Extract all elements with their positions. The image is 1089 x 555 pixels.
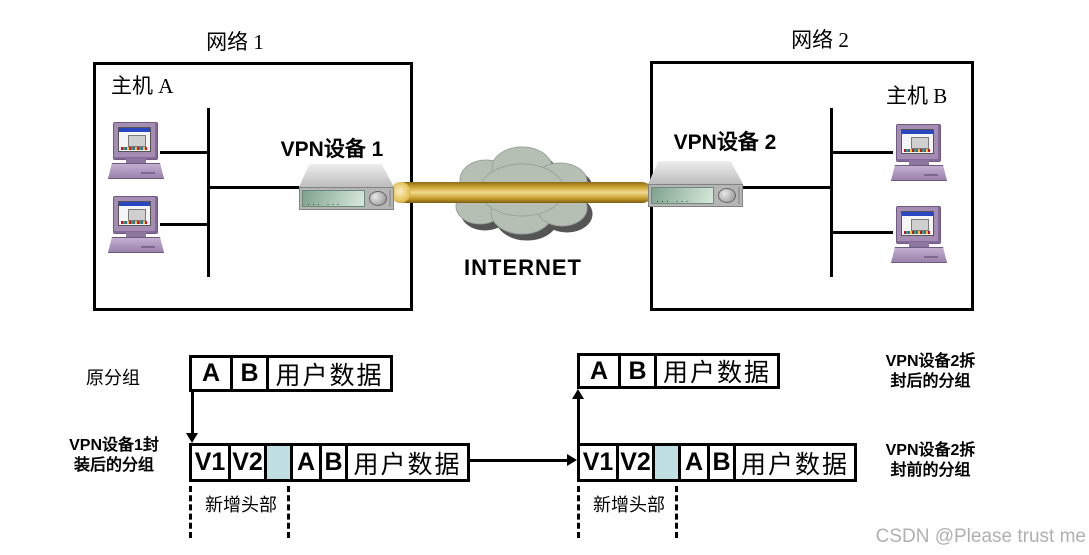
arrow-up-icon: [572, 389, 584, 399]
packet-original-left: A B 用户数据: [189, 355, 393, 392]
lan-bus-network1: [207, 108, 210, 277]
vpn-tunnel-pipe: [391, 182, 652, 203]
packet-cell-userdata: 用户数据: [266, 358, 390, 390]
packet-cell-b: B: [618, 356, 654, 386]
arrow-down-icon: [186, 433, 198, 443]
new-header-label-right: 新增头部: [593, 495, 665, 515]
link-bus-to-vpn2: [740, 186, 830, 189]
arrow-down-line: [191, 392, 194, 434]
host-b-label: 主机 B: [886, 84, 948, 108]
packet-cell-userdata: 用户数据: [654, 356, 777, 387]
new-header-label-left: 新增头部: [205, 495, 277, 515]
packet-cell-vpn-header-pad: [652, 446, 678, 479]
dashed-guide: [287, 486, 290, 538]
link-host-a1: [160, 151, 207, 154]
network1-title: 网络 1: [206, 30, 264, 54]
monitor-icon: [896, 206, 941, 244]
vpn-device1-label: VPN设备 1: [280, 138, 384, 161]
computer-icon: [891, 124, 947, 181]
router-badge-icon: [718, 188, 737, 203]
link-host-b1: [833, 151, 893, 154]
link-host-b2: [833, 231, 893, 234]
watermark: CSDN @Please trust me: [875, 526, 1086, 547]
packet-cell-a: A: [290, 446, 319, 479]
packet-cell-b: B: [707, 446, 733, 479]
vpn-router2-icon: [648, 161, 743, 207]
monitor-icon: [896, 124, 941, 162]
decap-after-label: VPN设备2拆 封后的分组: [885, 353, 976, 390]
packet-cell-userdata: 用户数据: [345, 446, 467, 479]
host-a-label: 主机 A: [111, 74, 174, 98]
computer-icon: [108, 196, 164, 253]
encapsulated-packet-label: VPN设备1封 装后的分组: [69, 437, 159, 474]
link-host-a2: [160, 223, 207, 226]
lan-bus-network2: [830, 108, 833, 277]
link-bus-to-vpn1: [210, 186, 302, 189]
packet-cell-a: A: [201, 359, 221, 387]
packet-cell-userdata: 用户数据: [733, 446, 854, 479]
packet-cell-b: B: [319, 446, 345, 479]
internet-label: INTERNET: [464, 255, 582, 280]
dashed-guide: [189, 486, 192, 538]
decap-before-label: VPN设备2拆 封前的分组: [885, 442, 976, 479]
arrow-right-icon: [567, 454, 577, 466]
network2-title: 网络 2: [791, 28, 849, 52]
packet-cell-v2: V2: [228, 446, 264, 479]
dashed-guide: [577, 486, 580, 538]
arrow-right-line: [470, 459, 568, 462]
packet-cell-vpn-header-pad: [264, 446, 290, 479]
monitor-icon: [113, 122, 158, 160]
monitor-icon: [113, 196, 158, 234]
computer-icon: [108, 122, 164, 179]
packet-encapsulated-left: V1 V2 A B 用户数据: [189, 443, 470, 482]
packet-cell-v1: V1: [582, 448, 614, 476]
arrow-up-line: [577, 396, 580, 443]
vpn-router1-icon: [299, 164, 394, 210]
dashed-guide: [675, 486, 678, 538]
packet-cell-v1: V1: [194, 448, 226, 476]
vpn-tunnel-cap: [391, 182, 411, 203]
packet-cell-b: B: [230, 358, 266, 389]
computer-icon: [891, 206, 947, 263]
packet-cell-a: A: [678, 446, 707, 479]
packet-original-right: A B 用户数据: [577, 353, 780, 389]
vpn-device2-label: VPN设备 2: [673, 131, 777, 154]
original-packet-label: 原分组: [86, 368, 140, 388]
packet-cell-a: A: [589, 356, 609, 385]
packet-encapsulated-right: V1 V2 A B 用户数据: [577, 443, 857, 482]
packet-cell-v2: V2: [616, 446, 652, 479]
router-badge-icon: [369, 191, 388, 206]
